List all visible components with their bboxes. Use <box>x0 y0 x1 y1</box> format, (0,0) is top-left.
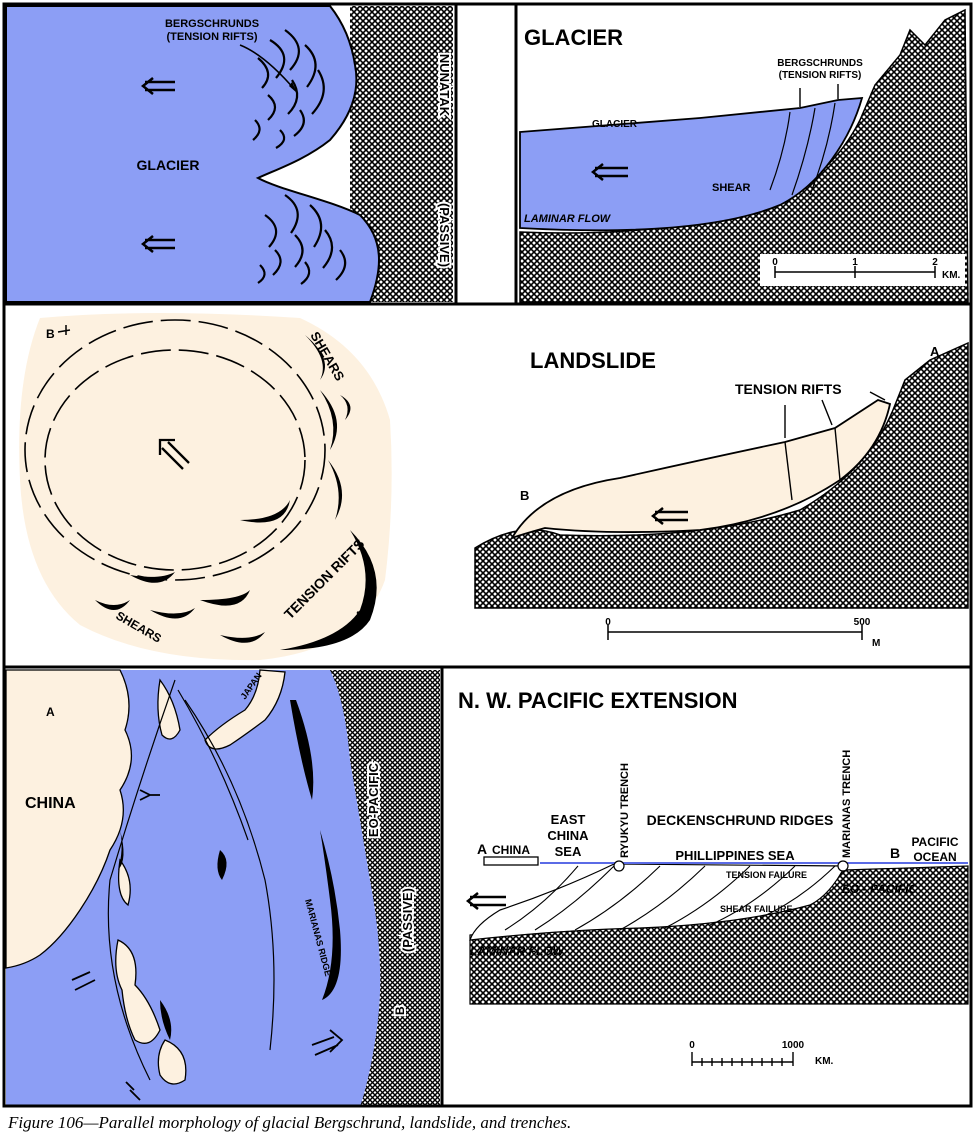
landslide-scale-0: 0 <box>605 617 611 628</box>
pacific-title: N. W. PACIFIC EXTENSION <box>458 688 738 713</box>
scale-bar-ticks <box>774 266 936 278</box>
flow-arrow-icon <box>140 77 175 253</box>
scale-tick-0: 0 <box>772 257 778 268</box>
flow-arrow-icon <box>650 507 688 525</box>
map-bergschrunds-label: BERGSCHRUNDS <box>165 18 259 30</box>
shear-label: SHEAR <box>712 182 751 194</box>
pacific-failure-curves <box>504 865 836 931</box>
ryukyu-trench-marker <box>613 860 625 872</box>
landslide-section-body <box>509 399 892 540</box>
pacific-map-sea-edge <box>240 670 381 1107</box>
philippines-landmass <box>115 939 187 1085</box>
scale-unit: KM. <box>942 270 961 281</box>
scale-bar-glacier <box>760 254 965 286</box>
map-tension-rifts-label: (TENSION RIFTS) <box>166 31 257 43</box>
map-glacier-label: GLACIER <box>137 157 200 173</box>
section-china-label: CHINA <box>492 843 530 857</box>
pacific-section-body <box>469 863 846 941</box>
figure-caption: Figure 106—Parallel morphology of glacia… <box>8 1113 572 1132</box>
bergschrund-pointer-arrow <box>799 84 839 107</box>
pacific-label: PACIFIC <box>911 835 958 849</box>
pacific-scale-0: 0 <box>689 1040 695 1051</box>
landslide-scale-500: 500 <box>854 617 871 628</box>
landslide-scale-unit: M <box>872 638 880 649</box>
section-a-marker: A <box>930 344 940 359</box>
section-glacier-label: GLACIER <box>592 119 638 130</box>
landslide-title: LANDSLIDE <box>530 348 656 373</box>
glacier-map-crevasses <box>252 29 347 285</box>
section-b-marker: B <box>520 488 529 503</box>
ryukyu-trench-label: RYUKYU TRENCH <box>619 763 631 858</box>
pacific-scale-unit: KM. <box>815 1056 834 1067</box>
landslide-rift-lines <box>784 427 841 501</box>
figure-diagram: BERGSCHRUNDS (TENSION RIFTS) GLACIER NUN… <box>2 2 973 1108</box>
east-label: EAST <box>551 812 586 827</box>
panel-frame <box>2 2 973 1108</box>
china-line-label: CHINA <box>547 828 589 843</box>
landslide-panel: B SHEARS TENSION RIFTS SHEARS A LANDSLID… <box>19 313 969 661</box>
pacific-panel: A CHINA JAPAN MARIANAS RIDGE EO-PACIFIC … <box>5 669 969 1107</box>
bergschrund-pointer-arrow <box>239 44 296 91</box>
pacific-laminar-flow-label: LAMINAR FLOW <box>470 944 566 958</box>
pac-map-b-marker: B <box>393 1006 407 1015</box>
scale-tick-2: 2 <box>932 257 938 268</box>
pacific-scale-1000: 1000 <box>782 1040 805 1051</box>
section-a-marker: A <box>477 841 487 857</box>
trench-marks <box>118 700 341 1040</box>
scale-bar-landslide <box>607 625 863 640</box>
laminar-flow-label: LAMINAR FLOW <box>524 213 612 225</box>
flow-arrow-icon <box>590 163 628 181</box>
section-tension-rifts-label: TENSION RIFTS <box>735 381 842 397</box>
passive-label: (PASSIVE) <box>437 203 452 267</box>
section-tension-rifts-label: (TENSION RIFTS) <box>779 70 862 81</box>
sea-label: SEA <box>555 844 582 859</box>
ocean-label: OCEAN <box>913 850 956 864</box>
eo-pacific-section-label: EO - PACIFIC <box>842 882 917 896</box>
pac-map-a-marker: A <box>46 705 55 719</box>
section-b-marker: B <box>890 845 900 861</box>
china-block <box>483 856 539 866</box>
scale-bar-pacific <box>691 1052 794 1066</box>
china-map-label: CHINA <box>25 795 76 812</box>
eo-pacific-map-label: EO-PACIFIC <box>366 762 381 837</box>
glacier-title: GLACIER <box>524 25 623 50</box>
scale-tick-1: 1 <box>852 257 858 268</box>
landslide-map-rings <box>24 319 326 581</box>
trench-arc-lines <box>107 679 275 1081</box>
marianas-trench-marker <box>837 860 849 872</box>
pacific-flow-arrows <box>71 789 344 1101</box>
phillippines-sea-label: PHILLIPPINES SEA <box>675 848 795 863</box>
glacier-map-body <box>5 5 380 303</box>
tension-failure-label: TENSION FAILURE <box>726 870 807 880</box>
nunatak-label: NUNATAK <box>437 54 452 117</box>
taiwan-landmass <box>117 858 131 907</box>
glacier-section-body <box>519 96 864 232</box>
rift-pointer-arrow <box>784 391 886 438</box>
marianas-trench-label: MARIANAS TRENCH <box>841 750 853 858</box>
shear-failure-label: SHEAR FAILURE <box>720 904 793 914</box>
korea-landmass <box>157 678 181 740</box>
passive-map-label: (PASSIVE) <box>400 888 415 952</box>
landslide-shear-marks <box>95 335 377 650</box>
china-landmass <box>5 669 133 969</box>
landslide-map-body <box>19 313 392 661</box>
section-bergschrunds-label: BERGSCHRUNDS <box>777 58 863 69</box>
deckenschrund-ridges-label: DECKENSCHRUND RIDGES <box>647 812 834 828</box>
flow-arrow-icon <box>465 892 506 910</box>
flow-arrow-icon <box>158 438 190 470</box>
map-b-marker: B <box>46 327 55 341</box>
glacier-panel: BERGSCHRUNDS (TENSION RIFTS) GLACIER NUN… <box>5 5 969 303</box>
shear-lines <box>769 102 836 196</box>
